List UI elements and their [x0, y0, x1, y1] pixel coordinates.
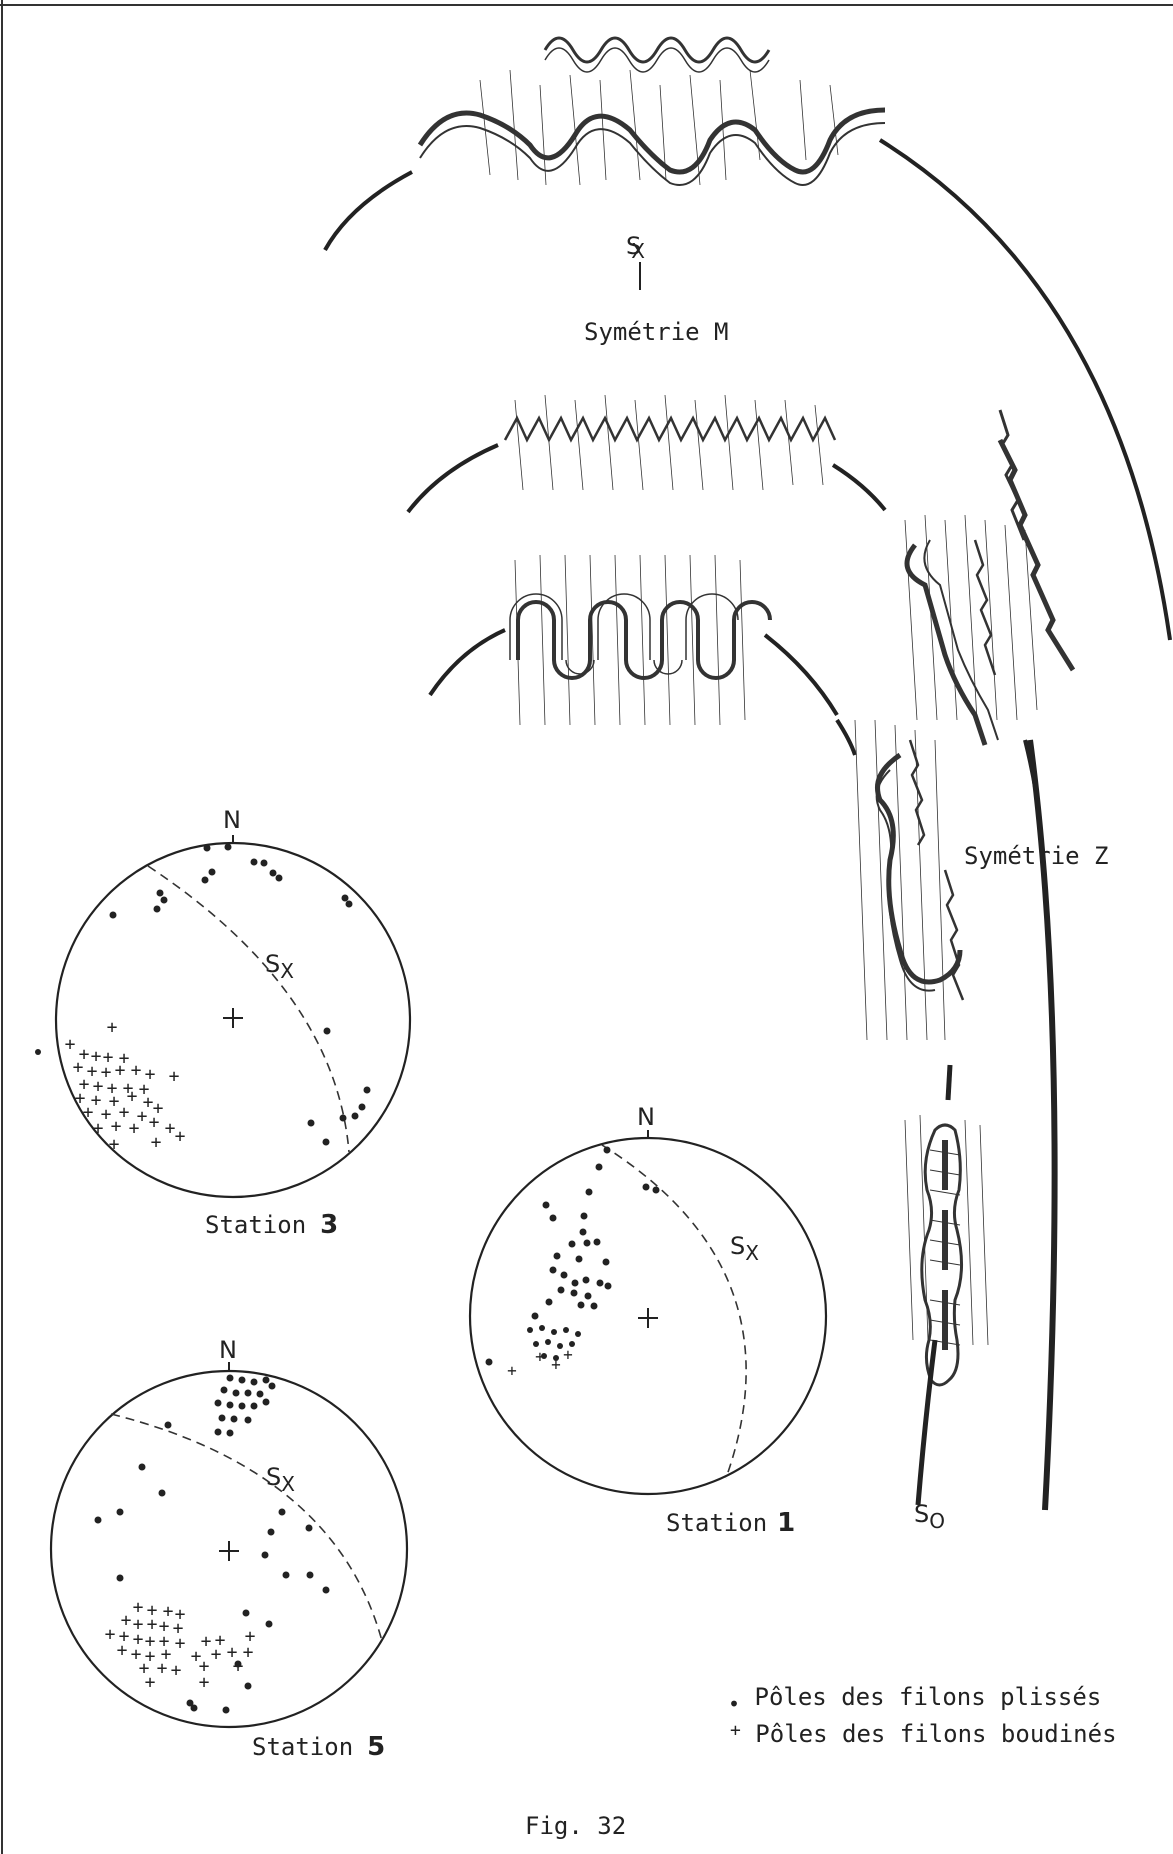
svg-text:+: + — [535, 1347, 545, 1366]
figure-caption: Fig. 32 — [525, 1812, 626, 1840]
arc-2-left — [408, 445, 498, 512]
sx-label-station-5: SX — [266, 1463, 295, 1491]
svg-text:+: + — [199, 1672, 210, 1693]
arc-m-left — [325, 172, 412, 250]
sx-label-station-1: SX — [730, 1232, 759, 1260]
svg-text:+: + — [65, 1034, 76, 1055]
dot-symbol: • — [728, 1692, 740, 1716]
sx-label-station-3: SX — [265, 950, 294, 978]
plane-sx-3 — [148, 866, 349, 1152]
svg-text:+: + — [149, 1112, 160, 1133]
arc-3-left — [430, 630, 505, 695]
crosses-station-3: ++++ ++++ ++++ ++++ ++++ ++++ ++++ ++++ … — [65, 1017, 186, 1155]
station-3-label: Station 3 — [205, 1210, 338, 1240]
cross-symbol: + — [730, 1720, 741, 1741]
station-number: 1 — [777, 1508, 795, 1538]
sx-base: S — [730, 1232, 745, 1260]
svg-text:+: + — [105, 1624, 116, 1645]
legend-crosses: + Pôles des filons boudinés — [730, 1720, 1117, 1748]
svg-text:+: + — [117, 1640, 128, 1661]
station-name: Station — [666, 1509, 767, 1537]
svg-text:+: + — [145, 1672, 156, 1693]
fold-sketch-m — [420, 38, 885, 185]
station-name: Station — [205, 1211, 306, 1239]
plane-sx-1 — [602, 1145, 746, 1478]
sx-sub: X — [280, 959, 294, 983]
crosses-station-1: ++++ — [507, 1345, 573, 1380]
arc-4-a — [837, 720, 855, 755]
crosses-station-5: ++++ ++++ ++++ ++++ ++++ ++++ ++++ ++++ … — [105, 1597, 256, 1693]
north-label-station-1: N — [637, 1103, 655, 1131]
svg-text:+: + — [151, 1132, 162, 1153]
so-sub: O — [929, 1509, 945, 1533]
so-base: S — [914, 1500, 929, 1528]
svg-text:+: + — [93, 1118, 104, 1139]
fold-sketch-3 — [510, 555, 770, 725]
stereonet-station-3: ++++ ++++ ++++ ++++ ++++ ++++ ++++ ++++ … — [35, 835, 410, 1197]
symmetry-m-label: Symétrie M — [584, 318, 729, 346]
svg-text:+: + — [563, 1345, 573, 1364]
arc-3-right — [765, 635, 837, 715]
sx-base: S — [265, 950, 280, 978]
svg-text:+: + — [157, 1658, 168, 1679]
north-label-station-3: N — [223, 806, 241, 834]
svg-text:+: + — [243, 1642, 254, 1663]
fold-sketch-z-lower — [855, 720, 963, 1040]
legend-dots: • Pôles des filons plissés — [728, 1683, 1101, 1711]
svg-text:+: + — [107, 1017, 118, 1038]
center-cross-3 — [223, 1008, 243, 1028]
so-label: SO — [914, 1500, 945, 1528]
station-1-label: Station 1 — [666, 1508, 795, 1538]
svg-text:+: + — [109, 1134, 120, 1155]
boudin-sketch — [905, 1115, 988, 1385]
sx-label-m: SX — [626, 232, 655, 260]
svg-text:+: + — [175, 1126, 186, 1147]
svg-text:+: + — [171, 1660, 182, 1681]
north-label-station-5: N — [219, 1336, 237, 1364]
stray-mark — [35, 1049, 41, 1055]
svg-text:+: + — [129, 1118, 140, 1139]
fold-sketch-z-upper — [905, 410, 1073, 745]
center-cross-1 — [638, 1308, 658, 1328]
station-name: Station — [252, 1733, 353, 1761]
legend-dots-label: Pôles des filons plissés — [755, 1683, 1102, 1711]
outer-arc — [880, 140, 1170, 640]
dots-station-1 — [486, 1147, 660, 1366]
svg-text:+: + — [507, 1361, 517, 1380]
sx-sub: X — [631, 239, 645, 263]
legend-crosses-label: Pôles des filons boudinés — [755, 1720, 1116, 1748]
so-segment-a — [948, 1065, 950, 1100]
svg-text:+: + — [211, 1644, 222, 1665]
station-5-label: Station 5 — [252, 1732, 385, 1762]
station-number: 5 — [367, 1732, 385, 1762]
stereonet-station-5: ++++ ++++ ++++ ++++ ++++ ++++ ++++ ++++ … — [51, 1362, 407, 1727]
sx-base: S — [266, 1463, 281, 1491]
svg-text:+: + — [233, 1656, 244, 1677]
svg-text:+: + — [175, 1633, 186, 1654]
fold-sketch-2 — [505, 395, 835, 490]
arc-2-right — [833, 465, 885, 510]
stereonet-station-1: ++++ — [470, 1130, 826, 1494]
sx-sub: X — [281, 1472, 295, 1496]
sx-sub: X — [745, 1241, 759, 1265]
svg-text:+: + — [169, 1066, 180, 1087]
station-number: 3 — [320, 1210, 338, 1240]
svg-text:+: + — [551, 1355, 561, 1374]
symmetry-z-label: Symétrie Z — [964, 842, 1109, 870]
center-cross-5 — [219, 1541, 239, 1561]
